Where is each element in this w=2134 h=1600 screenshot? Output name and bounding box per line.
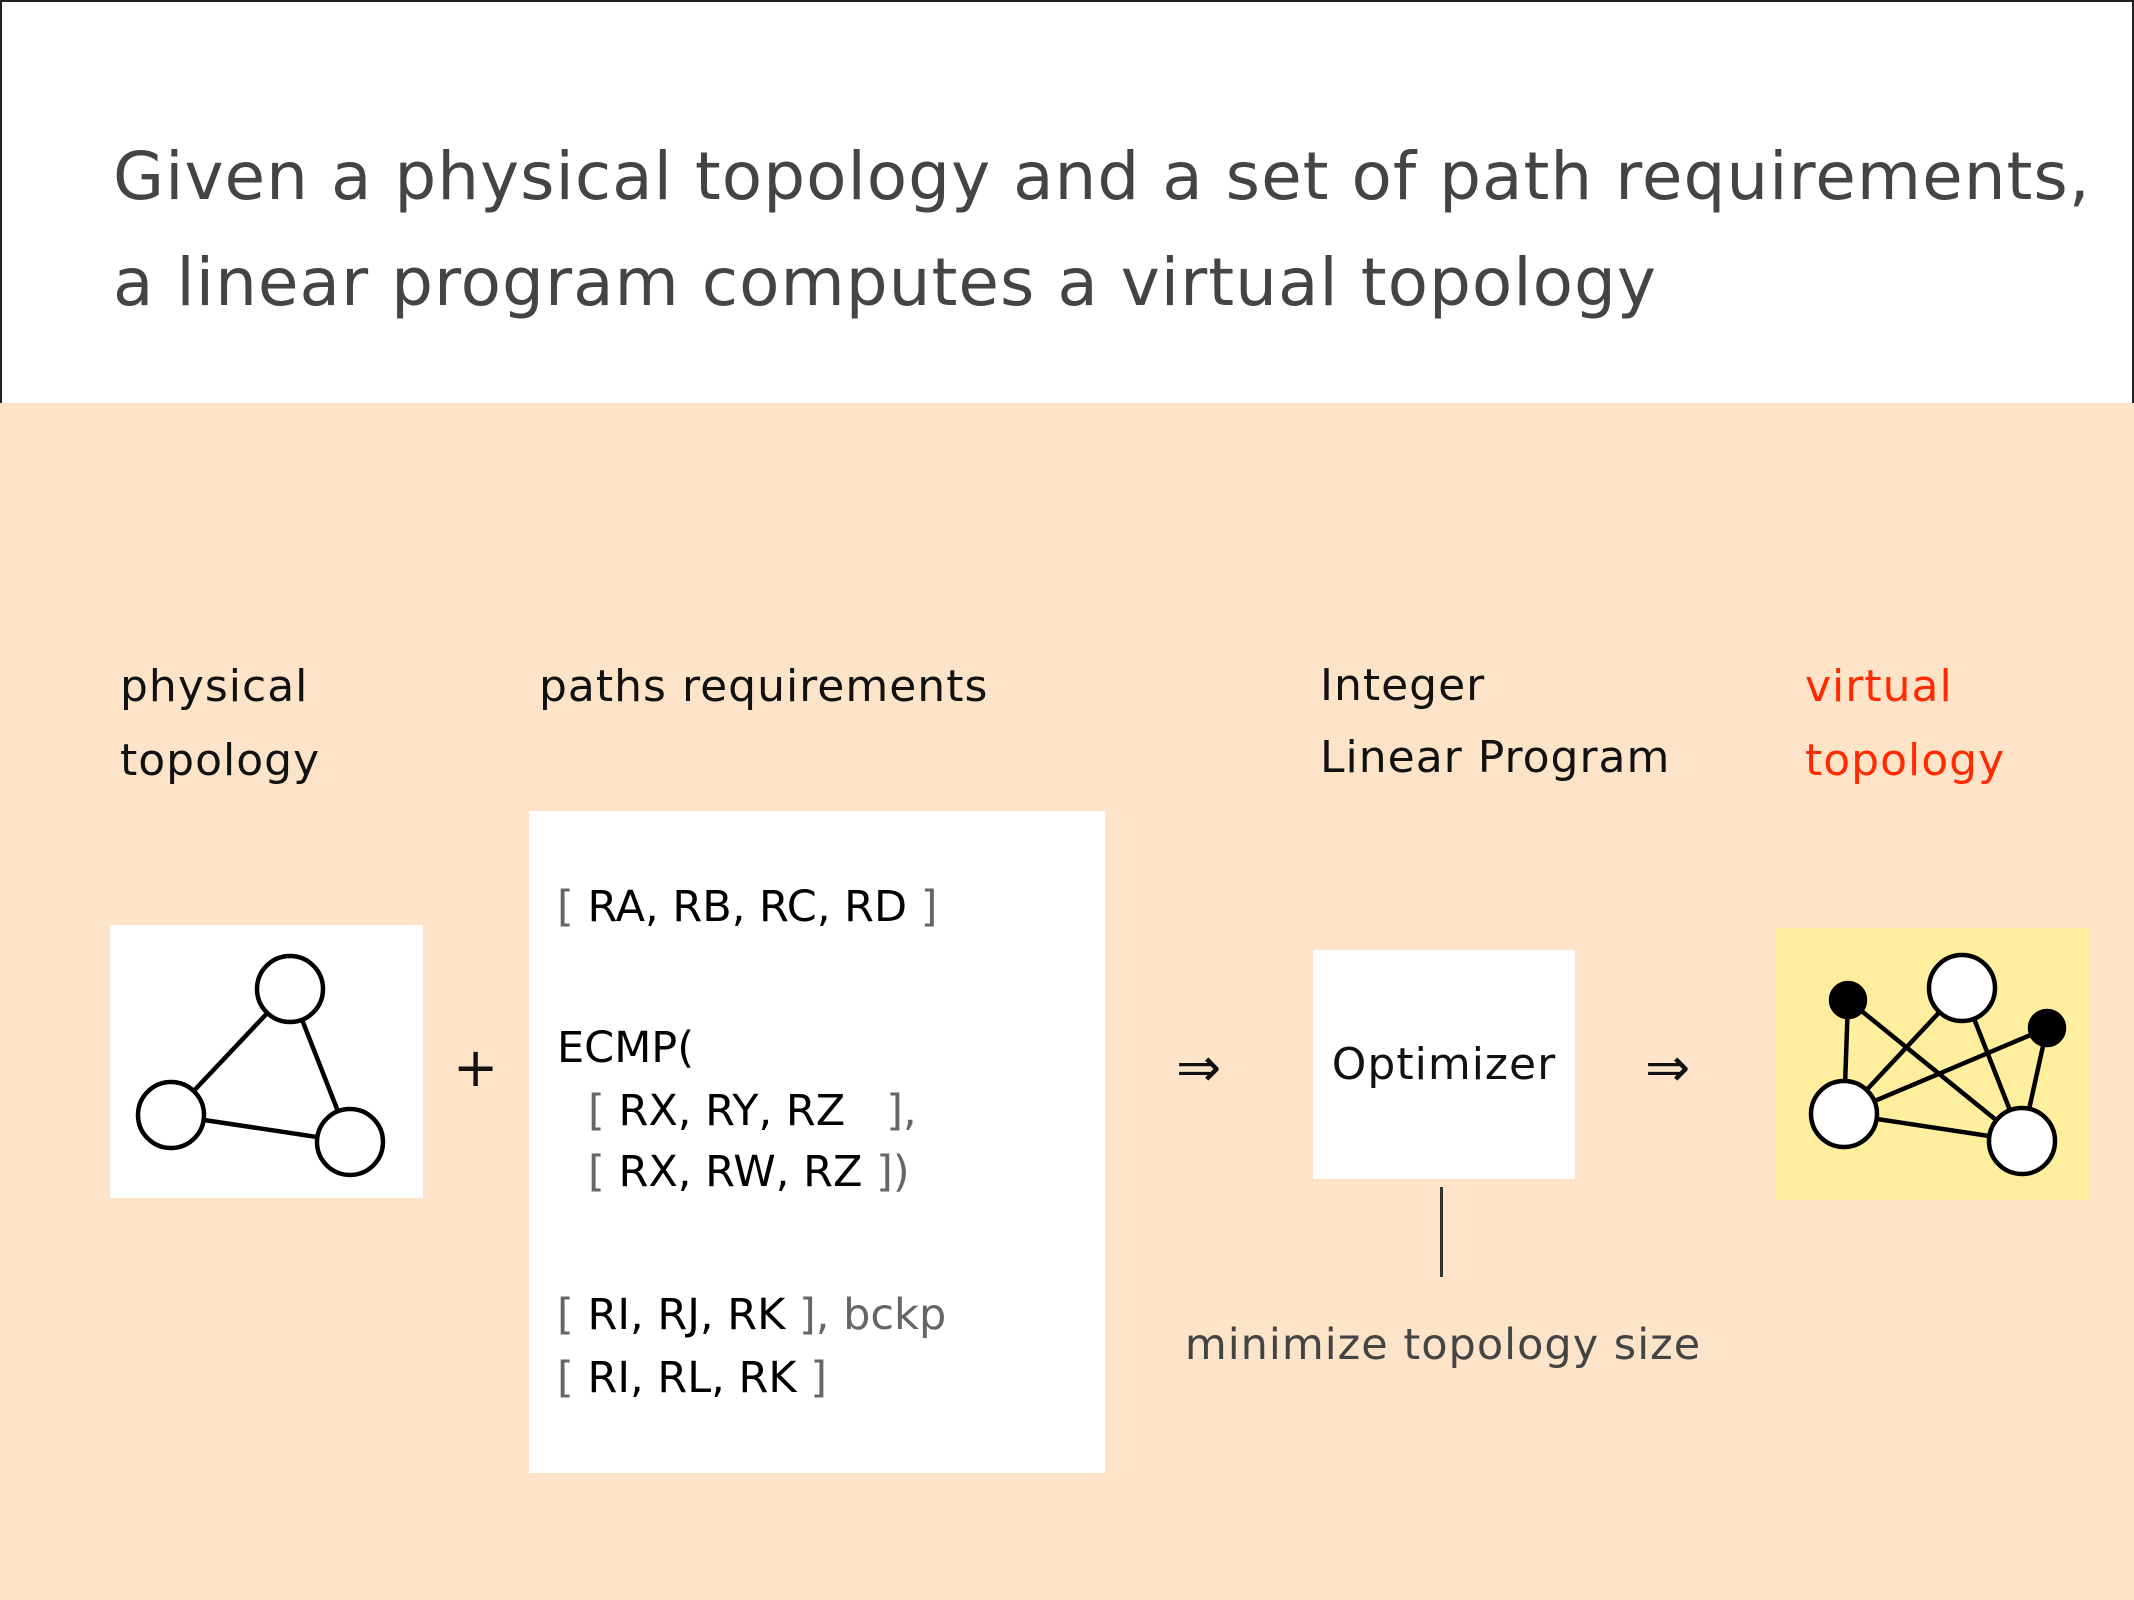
path-body: RI, RJ, RK	[587, 1290, 786, 1340]
label-line: Integer	[1320, 660, 1486, 711]
path-body: RA, RB, RC, RD	[587, 882, 908, 932]
bracket: ], bckp	[785, 1290, 947, 1340]
node	[2027, 1008, 2067, 1048]
edge	[1843, 1025, 2048, 1117]
label-line: topology	[1805, 735, 2006, 786]
bracket: [	[557, 882, 588, 932]
page-title: Given a physical topology and a set of p…	[113, 124, 2091, 336]
paths-label: paths requirements	[539, 661, 989, 712]
plus-symbol: +	[453, 1036, 499, 1099]
node	[1808, 1078, 1880, 1150]
arrow-icon: ⇒	[1176, 1036, 1222, 1099]
path-body: RX, RY, RZ	[618, 1086, 873, 1136]
node	[314, 1106, 386, 1178]
node	[1986, 1105, 2058, 1177]
node	[1828, 980, 1868, 1020]
virtual-topology-label: virtual topology	[1805, 650, 2005, 798]
path-body: RX, RW, RZ	[618, 1147, 863, 1197]
node	[135, 1079, 207, 1151]
arrow-icon: ⇒	[1645, 1036, 1691, 1099]
bracket: [	[588, 1086, 619, 1136]
header	[0, 0, 2134, 403]
label-line: Linear Program	[1320, 732, 1671, 783]
node	[254, 953, 326, 1025]
path-3: [ RX, RW, RZ ])	[588, 1147, 910, 1197]
label-line: virtual	[1805, 661, 1953, 712]
ilp-label: Integer Linear Program	[1320, 650, 1670, 794]
title-line-1: Given a physical topology and a set of p…	[113, 138, 2091, 215]
label-line: physical	[120, 661, 309, 712]
title-line-2: a linear program computes a virtual topo…	[113, 244, 1657, 321]
paths-box	[529, 811, 1105, 1473]
bracket: ]	[907, 882, 938, 932]
node	[1926, 952, 1998, 1024]
objective-label: minimize topology size	[1184, 1320, 1702, 1370]
physical-topology-label: physical topology	[120, 650, 320, 798]
path-4: [ RI, RJ, RK ], bckp	[557, 1290, 946, 1340]
path-body: RI, RL, RK	[587, 1353, 797, 1403]
optimizer-label: Optimizer	[1331, 1039, 1557, 1090]
bracket: ])	[862, 1147, 910, 1197]
bracket: [	[588, 1147, 619, 1197]
path-5: [ RI, RL, RK ]	[557, 1353, 827, 1403]
connector-line	[1440, 1187, 1443, 1277]
ecmp-label: ECMP(	[557, 1023, 694, 1073]
label-line: topology	[120, 735, 321, 786]
bracket: [	[557, 1353, 588, 1403]
path-1: [ RA, RB, RC, RD ]	[557, 882, 938, 932]
path-2: [ RX, RY, RZ ],	[588, 1086, 917, 1136]
virtual-graph	[1808, 952, 2067, 1177]
optimizer-box: Optimizer	[1313, 950, 1575, 1179]
physical-graph	[135, 953, 386, 1178]
bracket: [	[557, 1290, 588, 1340]
edge	[1846, 998, 2024, 1143]
bracket: ]	[796, 1353, 828, 1403]
bracket: ],	[872, 1086, 917, 1136]
